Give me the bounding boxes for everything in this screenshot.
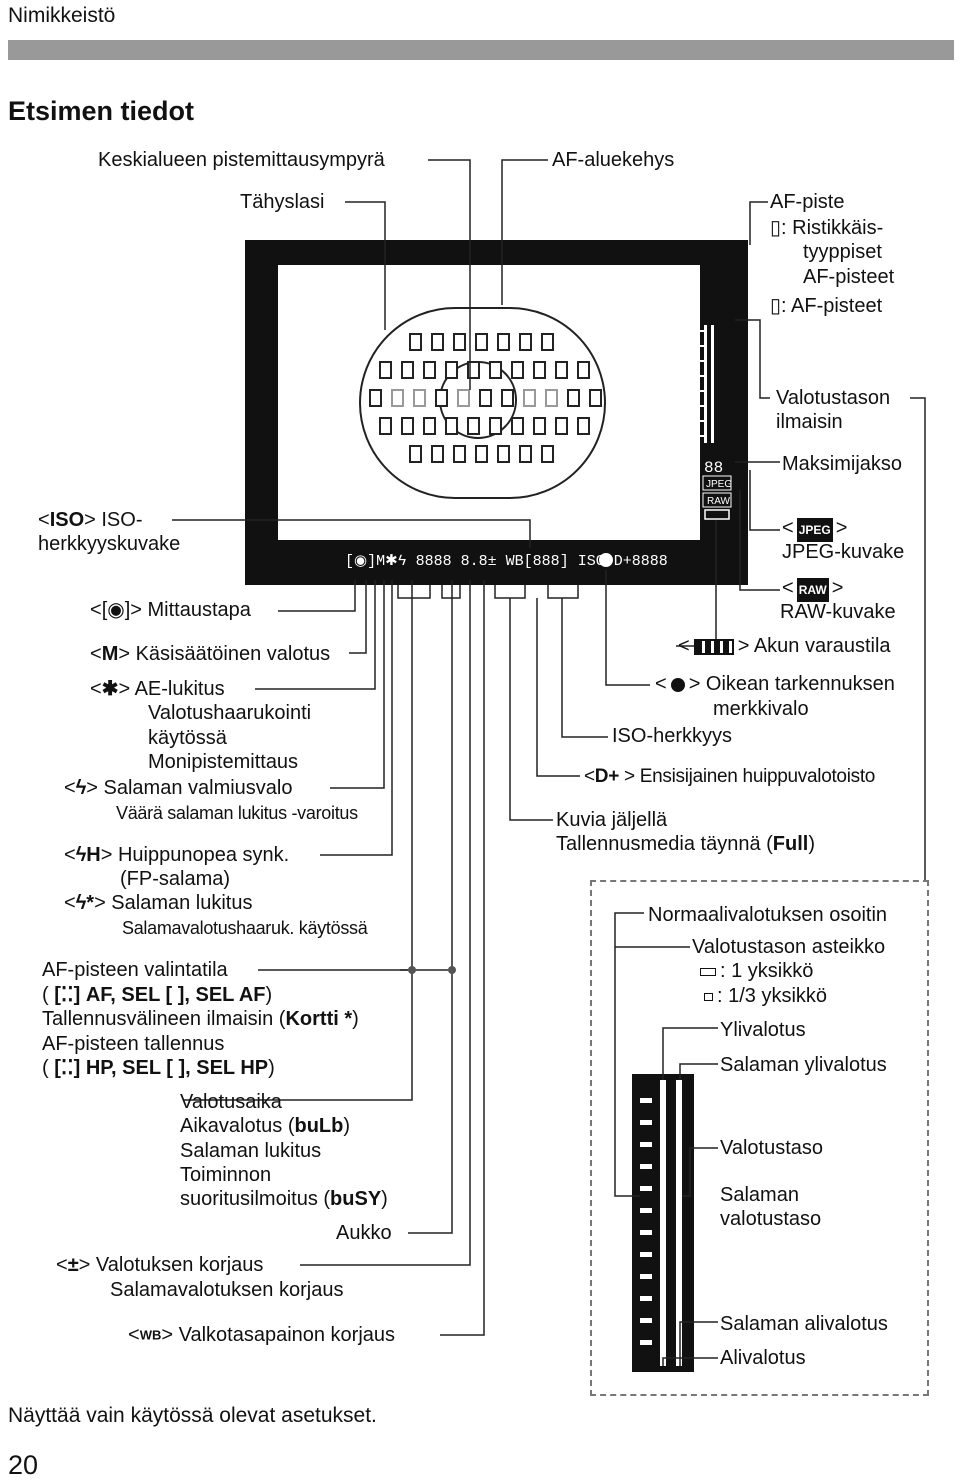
- label-underexp: Alivalotus: [720, 1347, 806, 1369]
- iso-icon: ISO: [49, 509, 85, 531]
- label-af-reg: AF-pisteen tallennus: [42, 1033, 225, 1055]
- highlight-icon: D+: [594, 766, 620, 787]
- ae-lock-icon: ✱: [101, 678, 119, 700]
- label-exposure-level-2: ilmaisin: [776, 411, 843, 433]
- label-manual: <M> Käsisäätöinen valotus: [90, 643, 331, 665]
- label-aperture: Aukko: [336, 1222, 392, 1244]
- label-flash-lvl: Salaman: [720, 1184, 799, 1206]
- raw-icon: RAW: [796, 578, 829, 602]
- flash-icon: ϟ: [75, 777, 87, 799]
- third-stop-icon: [704, 992, 713, 1001]
- label-raw-tag: <RAW>: [782, 576, 843, 602]
- label-exp-scale: Valotustason asteikko: [692, 936, 886, 958]
- one-stop-icon: [700, 967, 716, 976]
- label-focusing-screen: Tähyslasi: [240, 191, 325, 213]
- af-bracket-icon-2: [⁚⁚]: [54, 1057, 81, 1079]
- exposure-scale-inset: [590, 880, 929, 1396]
- label-fe-lock: <ϟ*> Salaman lukitus: [64, 892, 253, 914]
- scale-ticks: [640, 1098, 652, 1345]
- label-hss: <ϟH> Huippunopea synk.: [64, 844, 290, 866]
- comp-icon: ±: [67, 1254, 79, 1276]
- footnote: Näyttää vain käytössä olevat asetukset.: [8, 1404, 377, 1427]
- label-metering: <[◉]> Mittaustapa: [90, 599, 251, 621]
- viewfinder-frame: [245, 240, 748, 585]
- label-ae-lock-4: Monipistemittaus: [148, 751, 299, 773]
- label-ae-lock-3: käytössä: [148, 727, 227, 749]
- page-title: Etsimen tiedot: [8, 96, 195, 126]
- label-exp-comp-2: Salamavalotuksen korjaus: [110, 1279, 344, 1301]
- page-number: 20: [8, 1450, 39, 1480]
- label-iso-icon: <ISO> ISO-: [38, 509, 143, 531]
- label-af-mode: AF-pisteen valintatila: [42, 959, 228, 981]
- label-shutter: Valotusaika: [180, 1091, 282, 1113]
- label-wb-corr: <WB> Valkotasapainon korjaus: [128, 1324, 396, 1346]
- manual-icon: M: [101, 643, 119, 665]
- battery-icon: [693, 638, 734, 655]
- label-af-reg-2: ( [⁚⁚] HP, SEL [ ], SEL HP): [42, 1057, 275, 1079]
- label-exp-comp: <±> Valotuksen korjaus: [56, 1254, 264, 1276]
- lcd-jpeg: JPEG: [706, 479, 732, 490]
- hss-icon: ϟH: [75, 844, 101, 866]
- wb-icon: WB: [139, 1327, 162, 1343]
- label-card-full: Tallennusmedia täynnä (Full): [556, 833, 816, 855]
- label-hss-2: (FP-salama): [120, 868, 231, 890]
- label-busy: Toiminnon: [180, 1164, 272, 1186]
- label-exposure-level: Valotustason: [776, 387, 891, 409]
- label-af-area-frame: AF-aluekehys: [552, 149, 675, 171]
- label-af-cross: ▯: Ristikkäis-: [770, 217, 884, 239]
- label-center-circle: Keskialueen pistemittausympyrä: [98, 149, 385, 171]
- label-ae-lock-2: Valotushaarukointi: [148, 702, 312, 724]
- label-af-mode-2: ( [⁚⁚] AF, SEL [ ], SEL AF): [42, 984, 273, 1006]
- header-rule: [8, 40, 954, 60]
- label-std-exp: Normaalivalotuksen osoitin: [648, 904, 888, 926]
- lcd-readout: [◉]M✱ϟ 8888 8.8± WB[888] ISO D+8888: [345, 553, 668, 570]
- label-flash-over: Salaman ylivalotus: [720, 1054, 887, 1076]
- lcd-raw: RAW: [707, 496, 731, 507]
- label-raw-icon: RAW-kuvake: [780, 601, 896, 623]
- af-bracket-icon: [⁚⁚]: [54, 984, 81, 1006]
- label-bulb: Aikavalotus (buLb): [180, 1115, 351, 1137]
- exposure-level-scale: [700, 325, 714, 443]
- label-overexp: Ylivalotus: [720, 1019, 806, 1041]
- label-jpeg-icon: JPEG-kuvake: [782, 541, 905, 563]
- lcd-burst: 88: [704, 459, 723, 477]
- label-jpeg-tag: <JPEG>: [782, 516, 847, 542]
- focus-confirm-dot: [599, 553, 613, 567]
- label-third-stop: : 1/3 yksikkö: [700, 984, 827, 1008]
- label-flash-warn: Väärä salaman lukitus -varoitus: [116, 803, 358, 823]
- metering-icon: [◉]: [101, 599, 131, 621]
- label-focus-confirm-2: merkkivalo: [713, 698, 809, 720]
- label-af-plain: ▯: AF-pisteet: [770, 295, 883, 317]
- label-focus-confirm: <> Oikean tarkennuksen: [655, 673, 895, 695]
- lcd-battery: [704, 509, 730, 520]
- label-battery: <> Akun varaustila: [678, 635, 891, 657]
- label-fe-lock-2: Salamavalotushaaruk. käytössä: [122, 918, 368, 938]
- label-af-cross-3: AF-pisteet: [803, 266, 895, 288]
- label-iso-icon-2: herkkyyskuvake: [38, 533, 181, 555]
- label-highlight: <D+ > Ensisijainen huippuvalotoisto: [584, 766, 876, 787]
- af-points: [369, 333, 602, 463]
- focus-dot-icon: [670, 677, 685, 692]
- label-max-burst: Maksimijakso: [782, 453, 903, 475]
- label-busy-2: suoritusilmoitus (buSY): [180, 1188, 388, 1210]
- label-card-indicator: Tallennusvälineen ilmaisin (Kortti *): [42, 1008, 359, 1030]
- label-flash-ready: <ϟ> Salaman valmiusvalo: [64, 777, 293, 799]
- label-exp-lvl: Valotustaso: [720, 1137, 824, 1159]
- label-af-point: AF-piste: [770, 191, 845, 213]
- label-flash-under: Salaman alivalotus: [720, 1313, 888, 1335]
- jpeg-icon: JPEG: [796, 518, 833, 542]
- fe-lock-icon: ϟ*: [75, 892, 95, 914]
- label-iso-speed: ISO-herkkyys: [612, 725, 733, 747]
- label-flash-lvl-2: valotustaso: [720, 1208, 822, 1230]
- label-af-cross-2: tyyppiset: [803, 241, 882, 263]
- label-one-stop: : 1 yksikkö: [700, 959, 813, 983]
- label-ae-lock: <✱> AE-lukitus: [90, 678, 225, 700]
- section-header: Nimikkeistö: [8, 4, 116, 27]
- label-fe-lock-b: Salaman lukitus: [180, 1140, 322, 1162]
- label-shots-remaining: Kuvia jäljellä: [556, 809, 668, 831]
